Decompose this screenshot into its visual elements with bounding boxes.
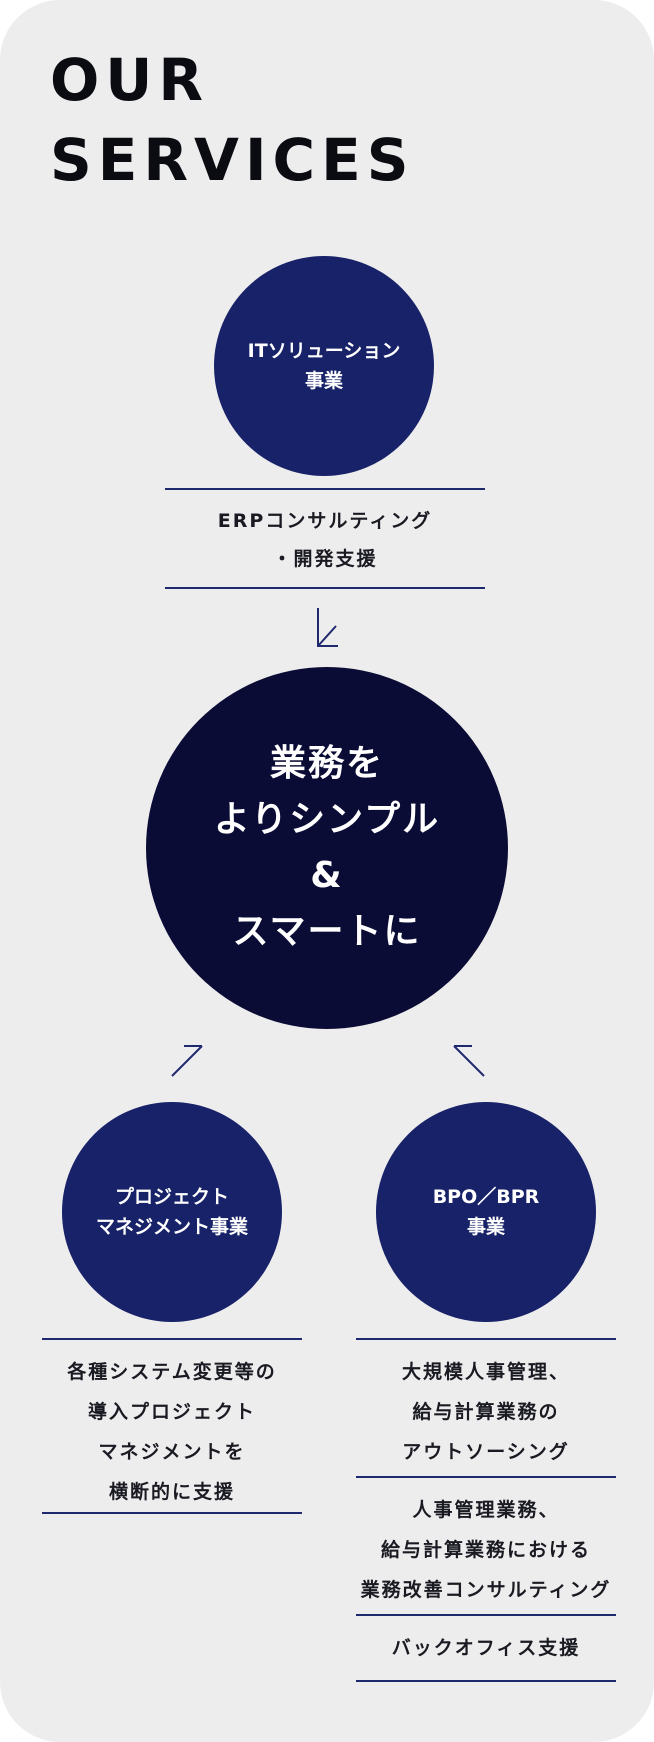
project-management-circle: プロジェクト マネジメント事業 [62,1102,282,1322]
bpo-desc1-line-3: アウトソーシング [402,1441,570,1463]
title-line-1: OUR [50,46,210,114]
arrow-up-right-icon [171,1045,203,1077]
it-desc-top-rule [165,488,485,490]
bpo-desc2-line-1: 人事管理業務、 [412,1499,560,1521]
core-value-circle: 業務を よりシンプル & スマートに [146,667,508,1029]
bpo-desc3-line-1: バックオフィス支援 [391,1637,581,1659]
bpo-desc-rule-2 [356,1476,616,1478]
it-description: ERPコンサルティング ・開発支援 [165,502,485,578]
bpo-desc2-line-2: 給与計算業務における [380,1539,591,1561]
project-circle-line-2: マネジメント事業 [95,1216,248,1238]
bpo-desc-rule-3 [356,1614,616,1616]
center-line-3: & [310,855,344,896]
project-desc-line-2: 導入プロジェクト [87,1401,256,1423]
center-line-4: スマートに [232,911,422,952]
bpo-circle-line-1: BPO／BPR [432,1186,540,1208]
center-line-2: よりシンプル [213,799,441,840]
bpo-description-3: バックオフィス支援 [346,1628,626,1668]
project-desc-line-3: マネジメントを [98,1441,246,1463]
it-desc-bottom-rule [165,587,485,589]
it-solution-circle: ITソリューション 事業 [214,256,434,476]
it-desc-line-2: ・開発支援 [272,548,378,570]
project-circle-line-1: プロジェクト [114,1186,229,1208]
project-description: 各種システム変更等の 導入プロジェクト マネジメントを 横断的に支援 [32,1352,312,1512]
bpo-desc-rule-4 [356,1680,616,1682]
project-desc-line-4: 横断的に支援 [108,1481,235,1503]
bpo-description-2: 人事管理業務、 給与計算業務における 業務改善コンサルティング [336,1490,636,1610]
project-desc-line-1: 各種システム変更等の [67,1361,277,1383]
project-desc-top-rule [42,1338,302,1340]
it-circle-line-1: ITソリューション [247,340,401,362]
bpo-circle-line-2: 事業 [466,1216,505,1238]
project-desc-bottom-rule [42,1512,302,1514]
bpo-desc1-line-1: 大規模人事管理、 [401,1361,570,1383]
bpo-desc-rule-1 [356,1338,616,1340]
bpo-desc1-line-2: 給与計算業務の [412,1401,560,1423]
arrow-up-left-icon [453,1045,485,1077]
arrow-down-icon [317,608,338,647]
bpo-description-1: 大規模人事管理、 給与計算業務の アウトソーシング [346,1352,626,1472]
it-desc-line-1: ERPコンサルティング [217,510,433,532]
it-circle-line-2: 事業 [304,370,343,392]
page-title: OUR SERVICES [50,40,414,200]
title-line-2: SERVICES [50,126,415,194]
bpo-desc2-line-3: 業務改善コンサルティング [360,1579,612,1601]
bpo-bpr-circle: BPO／BPR 事業 [376,1102,596,1322]
center-line-1: 業務を [269,743,384,784]
